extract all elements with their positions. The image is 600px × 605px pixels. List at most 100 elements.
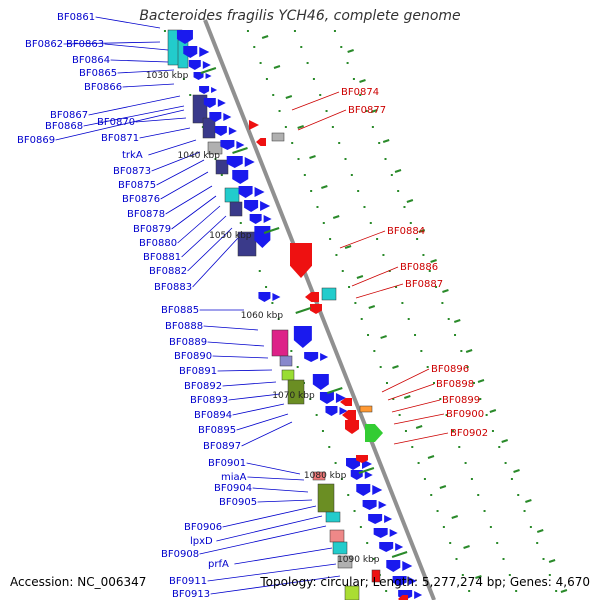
gene-label-left[interactable]: BF0892	[184, 381, 222, 392]
gene-block-olive	[317, 483, 335, 513]
gene-arrow-blue	[402, 561, 413, 571]
gene-label-left[interactable]: BF0893	[190, 395, 228, 406]
guide-dash	[489, 409, 497, 413]
gene-label-left[interactable]: BF0871	[101, 133, 139, 144]
guide-dot	[348, 286, 351, 288]
guide-dot	[455, 558, 458, 560]
gene-label-left[interactable]: BF0880	[139, 238, 177, 249]
gene-label-left[interactable]: miaA	[221, 472, 247, 483]
gene-arrow-blue	[263, 215, 272, 223]
guide-dot	[329, 238, 332, 240]
leader-line-left	[232, 403, 285, 416]
gene-arrow-blue	[232, 170, 249, 184]
kbp-label: 1090 kbp	[337, 555, 380, 565]
gene-label-left[interactable]: BF0895	[198, 425, 236, 436]
gene-arrow-blue	[384, 515, 393, 523]
gene-label-left[interactable]: BF0891	[179, 366, 217, 377]
gene-label-right[interactable]: BF0877	[348, 105, 386, 116]
gene-label-right[interactable]: BF0898	[436, 379, 474, 390]
gene-label-left[interactable]: prfA	[208, 559, 229, 570]
guide-dash	[359, 79, 366, 83]
guide-dot	[529, 526, 532, 528]
kbp-tick	[358, 467, 375, 474]
leader-line-left	[247, 476, 305, 481]
guide-dot	[382, 254, 385, 256]
gene-label-left[interactable]: BF0867	[50, 110, 88, 121]
gene-label-left[interactable]: BF0863	[66, 39, 104, 50]
gene-label-left[interactable]: lpxD	[190, 536, 213, 547]
guide-dot	[335, 254, 338, 256]
gene-label-left[interactable]: BF0861	[57, 12, 95, 23]
gene-label-left[interactable]: BF0862	[25, 39, 63, 50]
guide-dot	[409, 222, 412, 224]
guide-dot	[360, 318, 363, 320]
gene-label-left[interactable]: BF0908	[161, 549, 199, 560]
guide-dot	[414, 334, 417, 336]
guide-dot	[328, 446, 331, 448]
gene-label-left[interactable]: BF0882	[149, 266, 187, 277]
gene-label-left[interactable]: BF0913	[172, 589, 210, 600]
leader-line-left	[246, 462, 301, 475]
gene-label-left[interactable]: BF0906	[184, 522, 222, 533]
gene-label-right[interactable]: BF0896	[431, 364, 469, 375]
gene-label-left[interactable]: BF0870	[97, 117, 135, 128]
gene-label-left[interactable]: BF0865	[79, 68, 117, 79]
guide-dash	[415, 425, 423, 429]
gene-block-navy	[202, 117, 216, 139]
gene-arrow-blue	[211, 87, 218, 93]
gene-label-left[interactable]: BF0890	[174, 351, 212, 362]
gene-label-left[interactable]: BF0885	[161, 305, 199, 316]
gene-label-left[interactable]: BF0873	[113, 166, 151, 177]
gene-label-left[interactable]: BF0866	[84, 82, 122, 93]
gene-label-left[interactable]: BF0905	[219, 497, 257, 508]
guide-dot	[265, 286, 268, 288]
guide-dash	[451, 515, 459, 519]
gene-label-left[interactable]: BF0911	[169, 576, 207, 587]
gene-label-left[interactable]: BF0868	[45, 121, 83, 132]
gene-label-left[interactable]: BF0888	[165, 321, 203, 332]
guide-dot	[373, 350, 376, 352]
gene-label-left[interactable]: BF0894	[194, 410, 232, 421]
gene-label-right[interactable]: BF0899	[442, 395, 480, 406]
leader-line-left	[160, 171, 209, 200]
gene-arrow-blue	[378, 501, 387, 509]
leader-line-left	[55, 109, 185, 141]
gene-label-left[interactable]: BF0883	[154, 282, 192, 293]
gene-label-right[interactable]: BF0900	[446, 409, 484, 420]
kbp-label: 1050 kbp	[209, 231, 252, 241]
gene-features	[167, 29, 423, 603]
leader-line-right	[291, 91, 340, 111]
gene-arrow-blue	[203, 98, 216, 108]
gene-arrow-red	[305, 292, 319, 302]
gene-arrow-red	[340, 398, 352, 406]
gene-label-left[interactable]: BF0897	[203, 441, 241, 452]
gene-label-left[interactable]: BF0876	[122, 194, 160, 205]
gene-block-salmon	[312, 471, 326, 481]
gene-label-right[interactable]: BF0884	[387, 226, 425, 237]
gene-arrow-blue	[373, 528, 388, 538]
gene-arrow-blue	[244, 200, 259, 212]
gene-label-left[interactable]: BF0881	[143, 252, 181, 263]
gene-label-right[interactable]: BF0874	[341, 87, 379, 98]
gene-label-left[interactable]: BF0904	[214, 483, 252, 494]
guide-dot	[390, 174, 393, 176]
gene-label-left[interactable]: BF0864	[72, 55, 110, 66]
gene-block-cyan	[224, 187, 240, 203]
guide-dot	[439, 398, 442, 400]
guide-dot	[333, 30, 336, 32]
gene-label-left[interactable]: trkA	[122, 150, 143, 161]
gene-label-left[interactable]: BF0869	[17, 135, 55, 146]
gene-label-left[interactable]: BF0878	[127, 209, 165, 220]
gene-label-left[interactable]: BF0875	[118, 180, 156, 191]
gene-label-left[interactable]: BF0901	[208, 458, 246, 469]
gene-label-right[interactable]: BF0886	[400, 262, 438, 273]
gene-label-left[interactable]: BF0879	[133, 224, 171, 235]
guide-dot	[479, 398, 482, 400]
gene-label-right[interactable]: BF0887	[405, 279, 443, 290]
gene-arrow-blue	[176, 30, 193, 44]
gene-arrow-blue	[346, 458, 361, 470]
gene-label-right[interactable]: BF0902	[450, 428, 488, 439]
gene-block-red	[371, 569, 381, 583]
gene-label-left[interactable]: BF0889	[169, 337, 207, 348]
